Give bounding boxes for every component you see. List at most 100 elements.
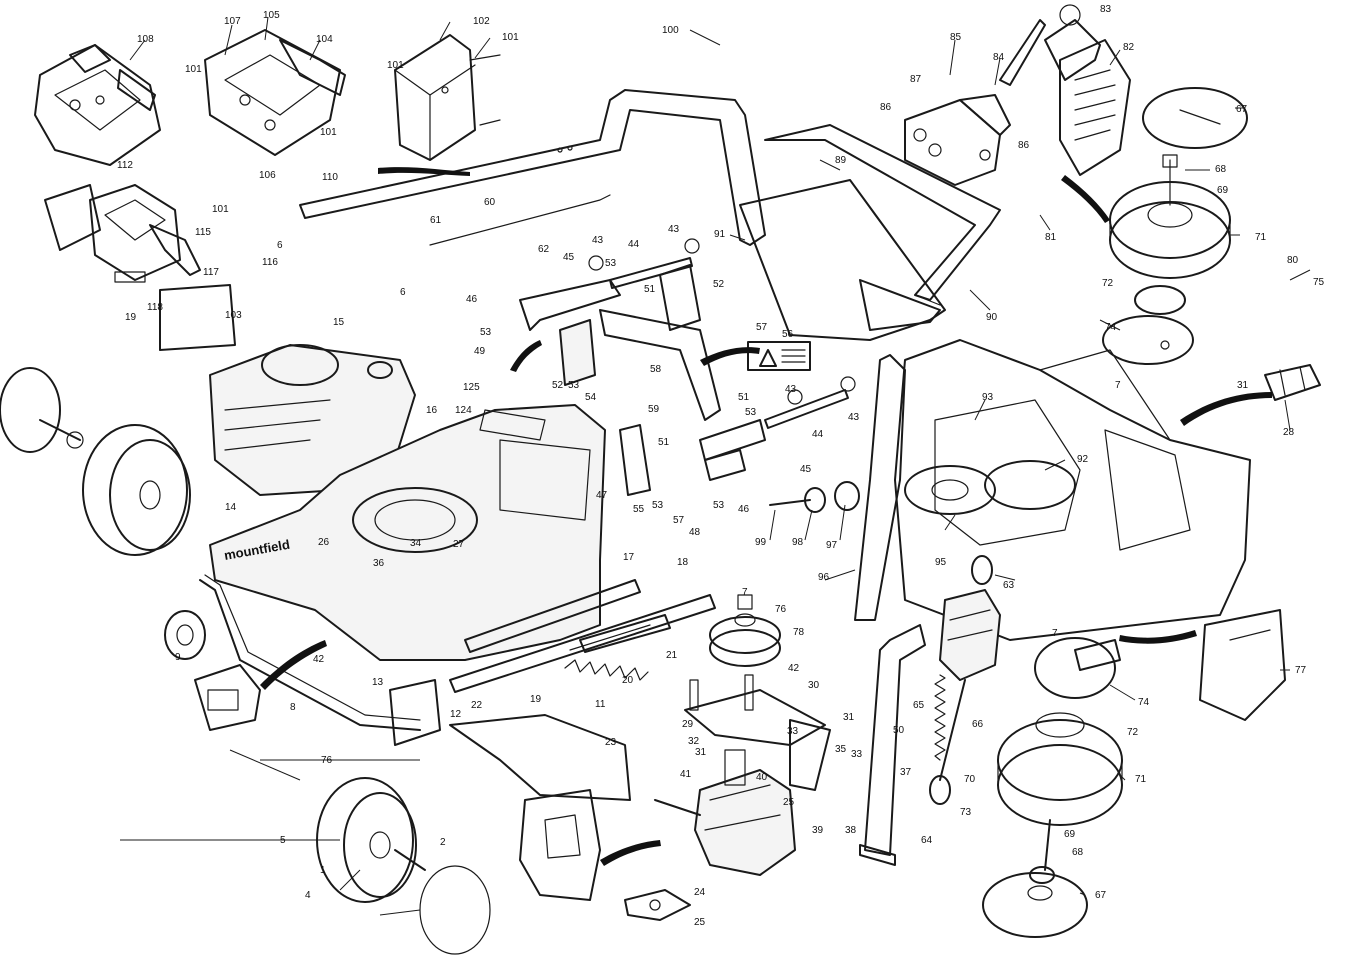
- callout-101d: 101: [387, 60, 404, 71]
- warning-label-56: [747, 341, 811, 371]
- callout-53c: 53: [568, 380, 580, 391]
- callout-25: 25: [694, 917, 706, 928]
- rear-wheel-71-top: [1109, 154, 1231, 279]
- callout-39: 39: [812, 825, 824, 836]
- rear-shroud-housing: [894, 339, 1251, 641]
- callout-83: 83: [1100, 4, 1112, 15]
- callout-103: 103: [225, 310, 242, 321]
- callout-108: 108: [137, 34, 154, 45]
- callout-60: 60: [484, 197, 496, 208]
- callout-57: 57: [756, 322, 768, 333]
- bracket-25-bottom: [624, 889, 691, 921]
- callout-43d: 43: [848, 412, 860, 423]
- callout-95: 95: [935, 557, 947, 568]
- callout-98: 98: [792, 537, 804, 548]
- callout-9: 9: [175, 652, 181, 663]
- callout-102: 102: [473, 16, 490, 27]
- callout-53d: 53: [652, 500, 664, 511]
- callout-50: 50: [893, 725, 905, 736]
- callout-2: 2: [440, 837, 446, 848]
- callout-61: 61: [430, 215, 442, 226]
- callout-46b: 46: [738, 504, 750, 515]
- callout-33b: 33: [851, 749, 863, 760]
- gear-72-top: [1134, 285, 1186, 315]
- callout-19b: 19: [125, 312, 137, 323]
- callout-116: 116: [262, 257, 278, 268]
- callout-107: 107: [224, 16, 241, 27]
- callout-40: 40: [756, 772, 768, 783]
- callout-52: 52: [713, 279, 725, 290]
- callout-61b: 81: [1045, 232, 1057, 243]
- callout-106: 106: [259, 170, 276, 181]
- callout-30: 30: [808, 680, 820, 691]
- callout-93: 93: [982, 392, 994, 403]
- callout-56: 56: [782, 329, 794, 340]
- switch-box-112: [44, 184, 236, 351]
- callout-31c: 31: [1237, 380, 1249, 391]
- assembly-arrows: [260, 167, 1272, 866]
- callout-6b: 6: [400, 287, 406, 298]
- grass-bag-91: [739, 179, 946, 341]
- callout-42: 42: [313, 654, 325, 665]
- callout-97: 97: [826, 540, 838, 551]
- callout-4: 4: [305, 890, 311, 901]
- hub-cap-67-top: [1142, 87, 1248, 149]
- callout-71b: 71: [1135, 774, 1147, 785]
- callout-53b: 53: [480, 327, 492, 338]
- callout-44b: 44: [812, 429, 824, 440]
- callout-44: 44: [628, 239, 640, 250]
- callout-51c: 51: [738, 392, 750, 403]
- callout-53: 53: [605, 258, 617, 269]
- callout-125: 125: [463, 382, 480, 393]
- callout-62: 62: [538, 244, 550, 255]
- callout-74b: 74: [1138, 697, 1150, 708]
- grass-bag-frame-89: [764, 124, 1001, 306]
- callout-49: 49: [474, 346, 486, 357]
- hub-cap-67-bottom: [982, 872, 1088, 938]
- callout-15: 15: [333, 317, 345, 328]
- callout-36: 36: [373, 558, 385, 569]
- spring-20: [564, 659, 649, 681]
- callout-105: 105: [263, 10, 280, 21]
- callout-7b: 7: [1115, 380, 1121, 391]
- callout-86b: 86: [1018, 140, 1030, 151]
- transmission-unit-63: [939, 555, 1001, 681]
- callout-12: 12: [450, 709, 462, 720]
- callout-86: 86: [880, 102, 892, 113]
- callout-82: 82: [1123, 42, 1135, 53]
- hub-cap-74-bottom: [1034, 637, 1121, 699]
- callout-67b: 67: [1095, 890, 1107, 901]
- callout-59: 59: [648, 404, 660, 415]
- callout-58: 58: [650, 364, 662, 375]
- callout-104: 104: [316, 34, 333, 45]
- callout-33: 33: [787, 726, 799, 737]
- callout-75: 75: [1313, 277, 1325, 288]
- callout-27: 27: [453, 539, 465, 550]
- callout-43b: 43: [668, 224, 680, 235]
- callout-48: 48: [689, 527, 701, 538]
- callout-32: 32: [688, 736, 700, 747]
- callout-21: 21: [666, 650, 678, 661]
- callout-46: 46: [466, 294, 478, 305]
- callout-22: 22: [471, 700, 483, 711]
- bracket-86-87: [904, 94, 1011, 186]
- callout-69b: 69: [1064, 829, 1076, 840]
- pulley-9: [164, 610, 206, 660]
- callout-54: 54: [585, 392, 597, 403]
- drive-pulley-92: [904, 460, 1076, 515]
- drive-lever-84: [999, 4, 1101, 86]
- callout-72: 72: [1102, 278, 1114, 289]
- callout-41: 41: [680, 769, 692, 780]
- callout-63: 63: [1003, 580, 1015, 591]
- callout-14: 14: [225, 502, 237, 513]
- hub-cap-1-bottom: [419, 865, 491, 955]
- callout-101c: 101: [320, 127, 337, 138]
- callout-6: 6: [277, 240, 283, 251]
- handle-bar-60: [299, 89, 766, 246]
- callout-69: 69: [1217, 185, 1229, 196]
- callout-25b: 25: [783, 797, 795, 808]
- callout-91: 91: [714, 229, 726, 240]
- spring-50: [934, 674, 946, 761]
- front-wheel-5-top: [82, 424, 191, 556]
- callout-13: 13: [372, 677, 384, 688]
